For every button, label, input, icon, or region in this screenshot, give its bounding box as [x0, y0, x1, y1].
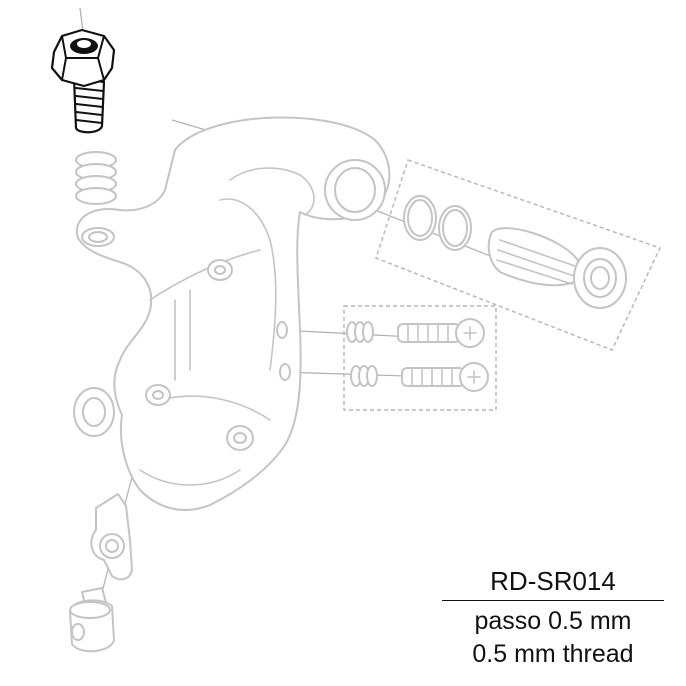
part-code: RD-SR014 [490, 566, 616, 596]
part-label: RD-SR014 passo 0.5 mm 0.5 mm thread [442, 566, 664, 671]
derailleur-body [75, 116, 391, 511]
spring-top [75, 151, 117, 205]
limit-adjust-screw [50, 28, 116, 134]
spring-lower [350, 365, 378, 387]
screw-lower [401, 362, 489, 392]
spring-upper [346, 321, 374, 343]
thread-pitch-italian: passo 0.5 mm [474, 607, 632, 635]
screw-upper [397, 318, 485, 348]
clamp-bolt [69, 587, 115, 653]
limit-screw-group [343, 305, 497, 411]
label-divider [442, 600, 664, 601]
washer [73, 387, 115, 437]
thread-pitch-english: 0.5 mm thread [472, 640, 634, 668]
cable-clamp [90, 493, 133, 581]
pivot-pin-group [375, 159, 662, 351]
